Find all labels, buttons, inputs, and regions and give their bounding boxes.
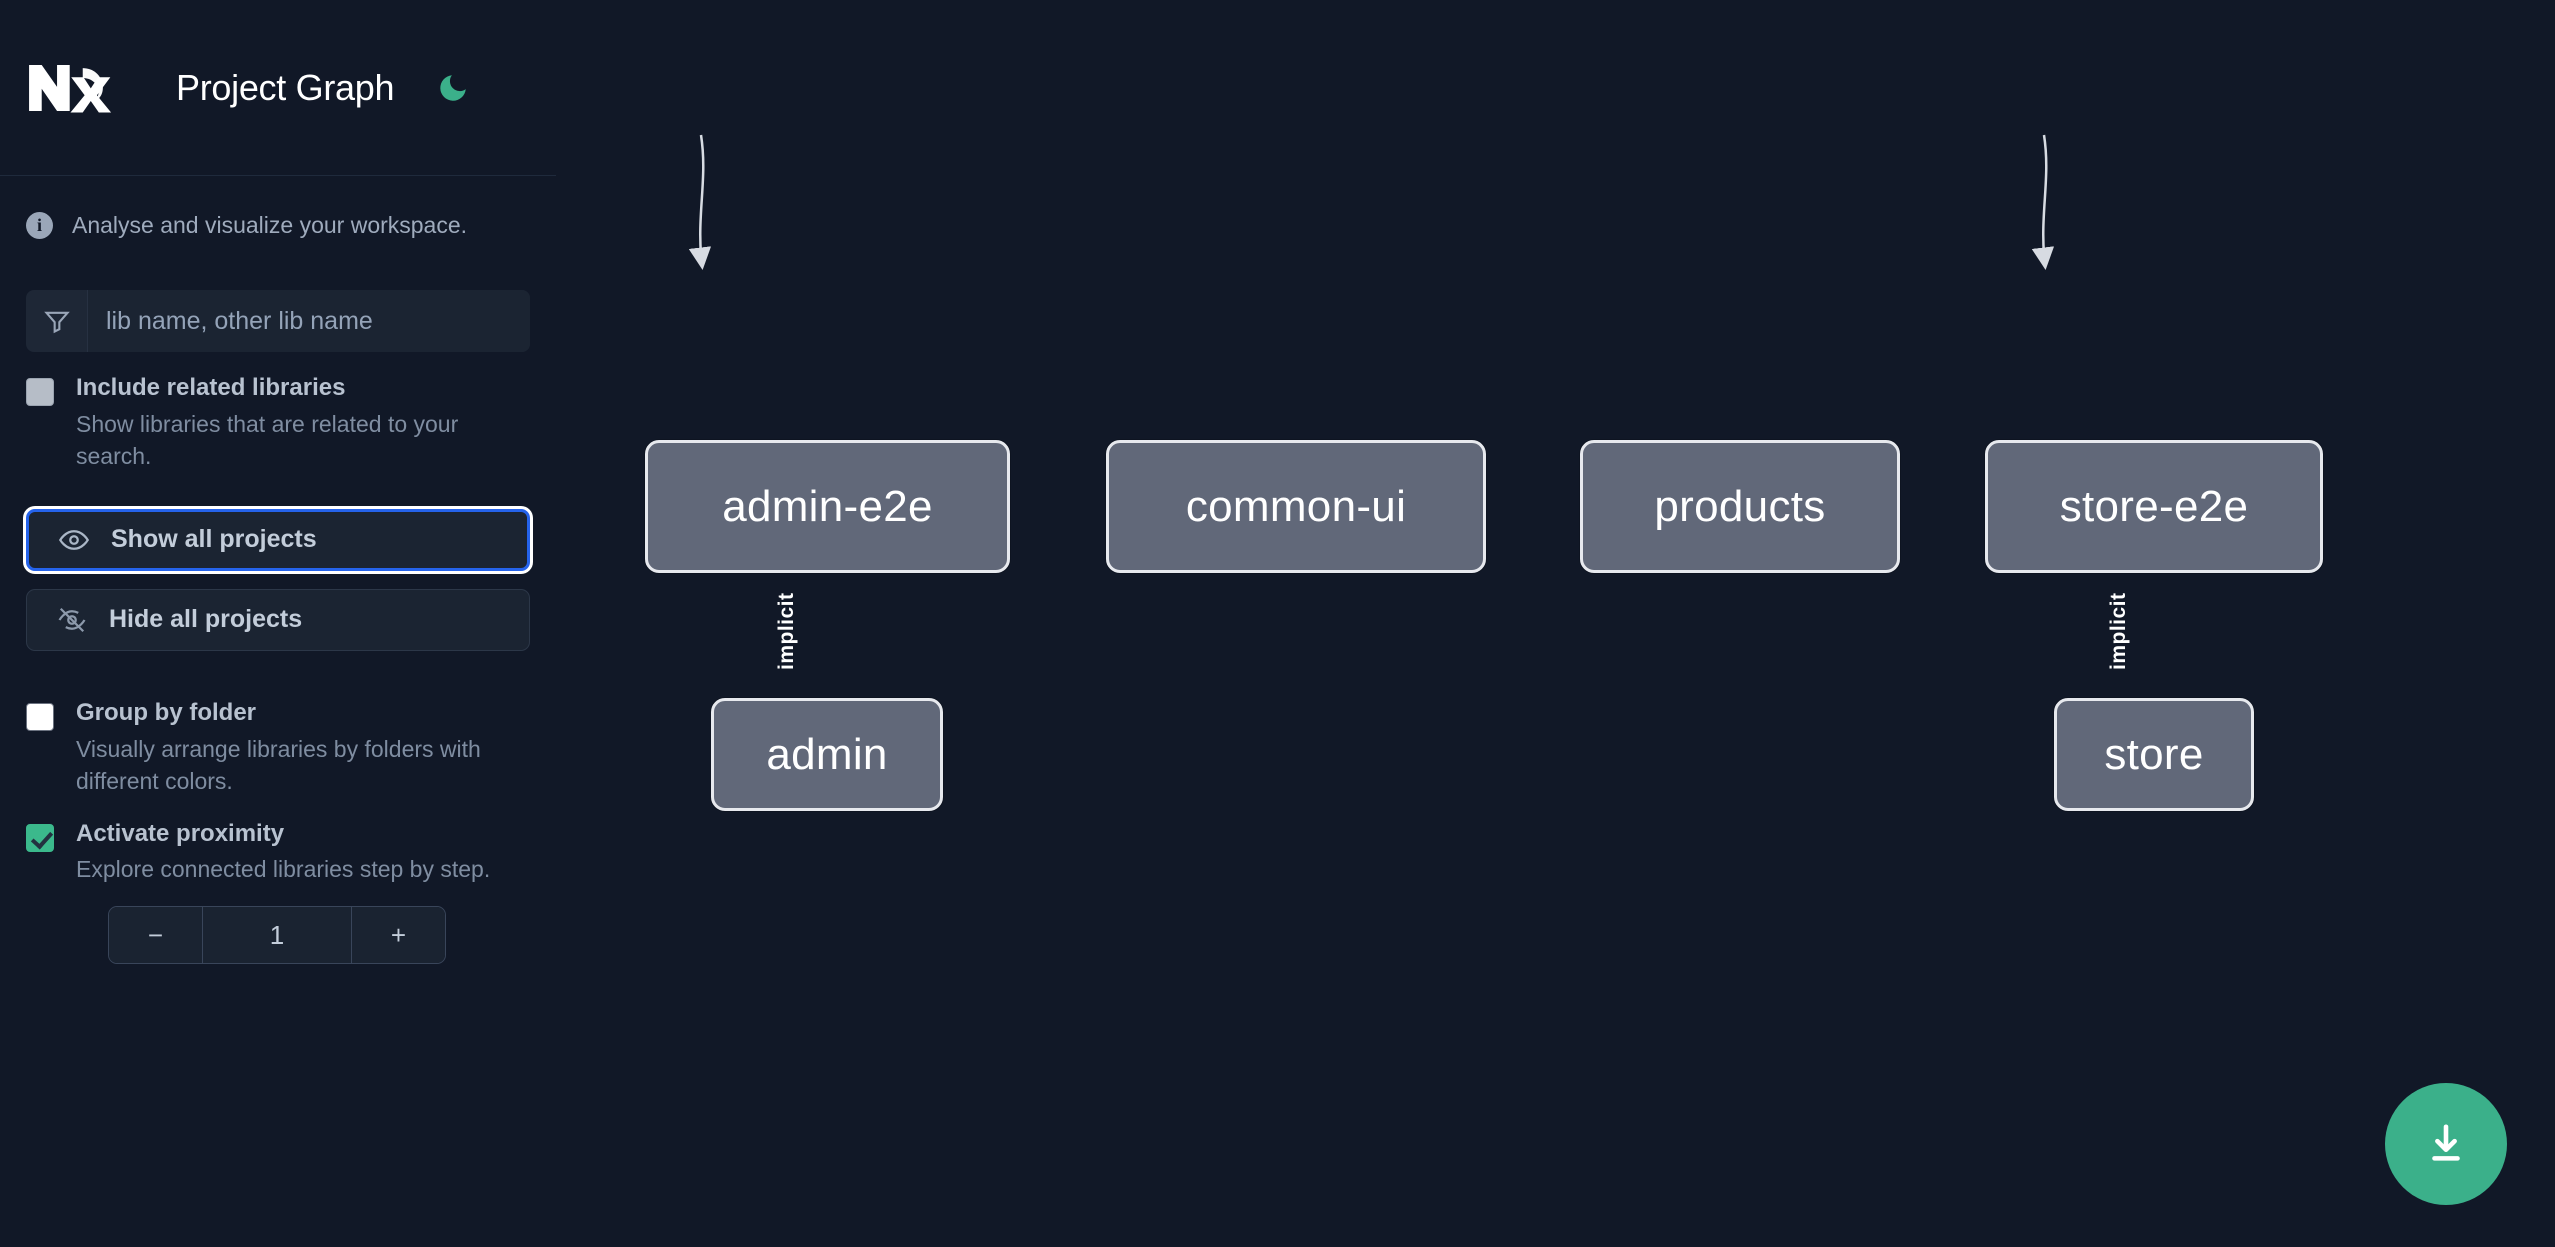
- option-label: Include related libraries: [76, 374, 346, 401]
- option-description: Show libraries that are related to your …: [76, 410, 459, 470]
- option-description: Visually arrange libraries by folders wi…: [76, 735, 481, 795]
- funnel-icon-glyph: [43, 311, 70, 334]
- option-texts: Group by folder Visually arrange librari…: [76, 699, 516, 798]
- graph-node-store[interactable]: store: [2054, 698, 2254, 811]
- edge-label-store-e2e-to-store: implicit: [2107, 592, 2130, 670]
- funnel-icon: [26, 290, 88, 352]
- option-texts: Activate proximity Explore connected lib…: [76, 820, 490, 886]
- graph-node-admin-e2e[interactable]: admin-e2e: [645, 440, 1010, 573]
- workspace-info-text: Analyse and visualize your workspace.: [72, 211, 468, 238]
- option-include-related-libraries[interactable]: Include related libraries Show libraries…: [0, 352, 556, 473]
- filter-bar: [26, 290, 530, 352]
- sidebar-header: Project Graph: [0, 0, 556, 176]
- option-label: Group by folder: [76, 698, 256, 726]
- option-label: Activate proximity: [76, 819, 285, 847]
- edge-store-e2e-to-store: [2031, 134, 2055, 270]
- eye-icon: [57, 523, 91, 557]
- show-all-projects-button[interactable]: Show all projects: [26, 508, 530, 571]
- checkbox-include-related-libraries[interactable]: [26, 378, 54, 406]
- proximity-decrement-button[interactable]: −: [109, 907, 203, 964]
- download-icon: [2432, 1124, 2460, 1161]
- checkbox-group-by-folder[interactable]: [26, 702, 54, 731]
- edge-admin-e2e-to-admin: [688, 134, 712, 270]
- info-icon: i: [26, 211, 53, 239]
- eye-off-icon-glyph: [58, 607, 86, 632]
- proximity-value: 1: [203, 907, 351, 964]
- hide-all-projects-label: Hide all projects: [109, 605, 303, 634]
- graph-node-store-e2e[interactable]: store-e2e: [1985, 440, 2323, 573]
- option-activate-proximity[interactable]: Activate proximity Explore connected lib…: [0, 798, 556, 886]
- option-texts: Include related libraries Show libraries…: [76, 374, 516, 473]
- proximity-increment-button[interactable]: +: [351, 907, 445, 964]
- graph-canvas[interactable]: admin-e2e common-ui products store-e2e admin…: [556, 0, 2555, 1247]
- proximity-stepper-row: − 1 +: [0, 886, 556, 965]
- moon-icon-glyph: [440, 74, 466, 101]
- moon-icon[interactable]: [430, 65, 476, 111]
- graph-node-products[interactable]: products: [1580, 440, 1900, 573]
- sidebar: Project Graph i Analyse and visualize yo…: [0, 0, 556, 1247]
- proximity-stepper: − 1 +: [108, 906, 446, 965]
- checkbox-activate-proximity[interactable]: [26, 823, 54, 852]
- nx-logo: [29, 64, 112, 113]
- eye-icon-glyph: [59, 530, 89, 550]
- download-graph-button[interactable]: [2385, 1083, 2507, 1205]
- option-description: Explore connected libraries step by step…: [76, 856, 491, 883]
- hide-all-projects-button[interactable]: Hide all projects: [26, 588, 530, 651]
- search-input[interactable]: [88, 290, 530, 352]
- graph-node-common-ui[interactable]: common-ui: [1106, 440, 1486, 573]
- page-title: Project Graph: [176, 66, 395, 108]
- eye-off-icon: [55, 603, 89, 637]
- option-group-by-folder[interactable]: Group by folder Visually arrange librari…: [0, 681, 556, 798]
- graph-edges-layer: [688, 134, 2055, 270]
- show-all-projects-label: Show all projects: [111, 525, 317, 554]
- edge-label-admin-e2e-to-admin: implicit: [775, 592, 798, 670]
- graph-node-admin[interactable]: admin: [711, 698, 943, 811]
- workspace-info: i Analyse and visualize your workspace.: [0, 176, 556, 274]
